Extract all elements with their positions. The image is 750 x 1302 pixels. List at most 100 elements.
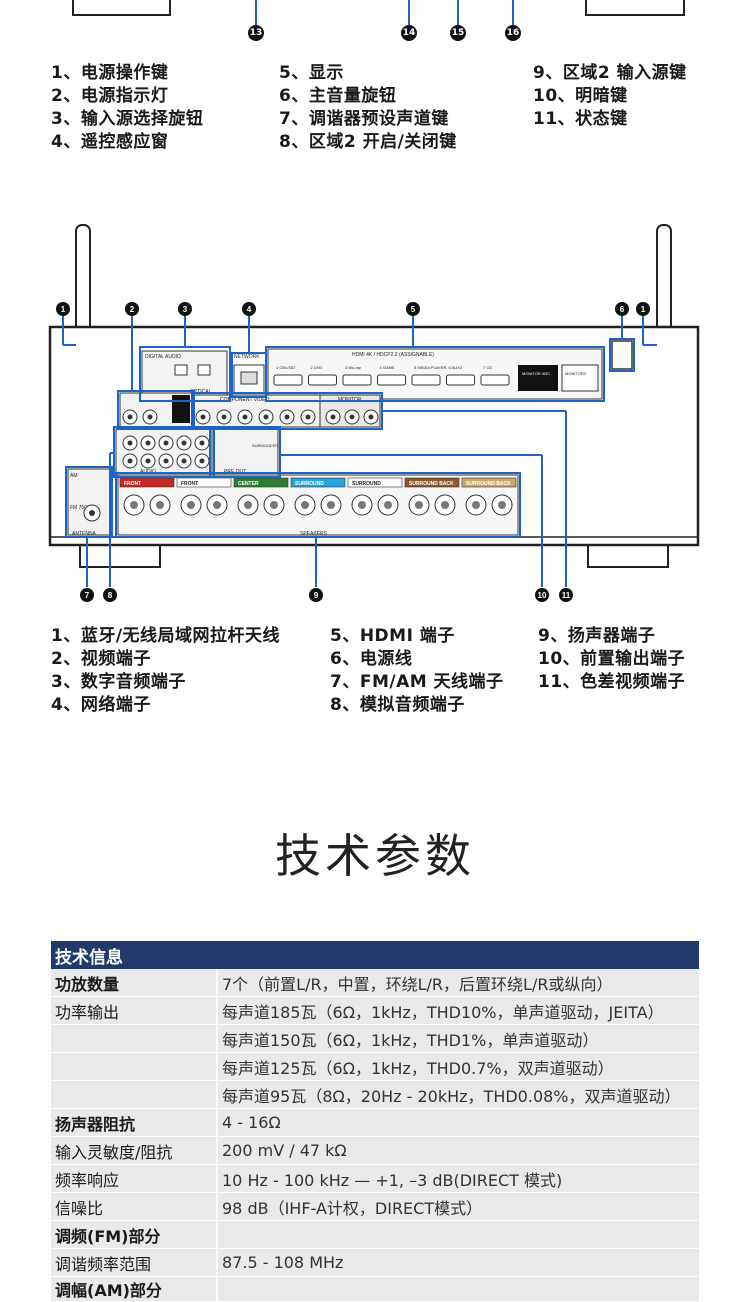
spec-key: 功放数量 (51, 969, 217, 997)
speaker-group-label: FRONT (124, 481, 141, 487)
spec-value (216, 1276, 699, 1302)
spec-key (51, 1052, 217, 1081)
callout-badge: 1 (56, 302, 70, 316)
callout-line (457, 0, 459, 25)
rear-legend-item: 8、模拟音频端子 (330, 695, 465, 715)
spec-value: 200 mV / 47 kΩ (216, 1136, 699, 1165)
spec-value: 87.5 - 108 MHz (216, 1248, 699, 1277)
rca-jack (195, 409, 211, 425)
hdmi-port: 4 GAME (377, 365, 406, 386)
speaker-group-label: SURROUND BACK (409, 481, 454, 487)
speaker-group-label: CENTER (238, 481, 259, 487)
spec-value: 10 Hz - 100 kHz — +1, –3 dB(DIRECT 模式) (216, 1164, 699, 1193)
callout-badge: 9 (309, 588, 323, 602)
spec-row: 调频(FM)部分 (51, 1220, 699, 1249)
hdmi-header: HDMI 4K / HDCP2.2 (ASSIGNABLE) (352, 352, 434, 358)
callout-number: 1 (61, 305, 66, 314)
front-legend-col1: 1、电源操作键 2、电源指示灯 3、输入源选择旋钮 4、遥控感应窗 (51, 62, 203, 154)
spec-key: 扬声器阻抗 (51, 1108, 217, 1137)
speaker-terminal-group: FRONT (176, 477, 232, 516)
callout-number: 5 (411, 305, 416, 314)
callout-frame-5 (265, 346, 605, 402)
front-legend-item: 9、区域2 输入源键 (533, 63, 687, 83)
hdmi-port: 6 AUX2 (446, 365, 475, 386)
front-panel-edge-right (585, 0, 685, 16)
rear-legend-item: 5、HDMI 端子 (330, 626, 455, 646)
rear-legend-item: 11、色差视频端子 (538, 672, 686, 692)
section-title: 技术参数 (275, 829, 475, 883)
rear-legend-col3: 9、扬声器端子 10、前置输出端子 11、色差视频端子 (538, 625, 685, 694)
rear-legend-item: 10、前置输出端子 (538, 649, 686, 669)
callout-badge: 1 (636, 302, 650, 316)
spec-key: 调幅(AM)部分 (51, 1276, 217, 1302)
callout-number: 11 (562, 591, 571, 600)
front-legend-item: 3、输入源选择旋钮 (51, 109, 204, 129)
spec-value (216, 1220, 699, 1249)
callout-number: 7 (85, 591, 90, 600)
hdmi-monitor-label: MONITOR ARC (522, 371, 550, 376)
rear-legend-item: 2、视频端子 (51, 649, 151, 669)
callout-badge-13: 13 (248, 25, 264, 41)
front-legend-col2: 5、显示 6、主音量旋钮 7、调谐器预设声道键 8、区域2 开启/关闭键 (279, 62, 457, 154)
callout-badge: 10 (535, 588, 549, 602)
spec-key: 输入灵敏度/阻抗 (51, 1136, 217, 1165)
callout-badge: 11 (559, 588, 573, 602)
callout-frame-10 (209, 426, 281, 478)
callout-badge-16: 16 (505, 25, 521, 41)
callout-frame-9 (115, 472, 521, 538)
spec-row: 功率输出每声道185瓦（6Ω，1kHz，THD10%，单声道驱动，JEITA） (51, 996, 699, 1025)
callout-badge: 2 (125, 302, 139, 316)
callout-line (408, 0, 410, 25)
front-legend-item: 11、状态键 (533, 109, 628, 129)
hdmi-monitor2-label: MONITOR2 (565, 371, 587, 376)
speaker-terminal-group: CENTER (233, 477, 289, 516)
foot-right (587, 544, 669, 568)
callout-number: 3 (183, 305, 188, 314)
speaker-terminal-group: SURROUND (347, 477, 403, 516)
hdmi-port-label: 7 CD (483, 365, 492, 370)
antenna-label: ANTENNA (72, 531, 97, 537)
speaker-group-label: SURROUND BACK (466, 481, 511, 487)
subwoofer-label: SUBWOOFER (252, 443, 278, 448)
speakers-label: SPEAKERS (300, 531, 328, 537)
callout-number: 6 (620, 305, 625, 314)
callout-number: 2 (130, 305, 135, 314)
hdmi-port-label: 1 CBL/SAT (276, 365, 296, 370)
callout-badge: 6 (615, 302, 629, 316)
spec-value: 每声道185瓦（6Ω，1kHz，THD10%，单声道驱动，JEITA） (216, 996, 699, 1025)
rca-jack (122, 409, 138, 425)
rear-legend-item: 1、蓝牙/无线局域网拉杆天线 (51, 626, 281, 646)
spec-value: 7个（前置L/R，中置，环绕L/R，后置环绕L/R或纵向） (216, 969, 699, 997)
callout-line (255, 0, 257, 25)
rca-jack (300, 409, 316, 425)
callout-frame-2 (117, 390, 195, 430)
speaker-terminal-group: SURROUND BACK (404, 477, 460, 516)
rca-jack (122, 453, 138, 469)
speaker-group-label: SURROUND (295, 481, 324, 487)
rear-legend-col2: 5、HDMI 端子 6、电源线 7、FM/AM 天线端子 8、模拟音频端子 (330, 625, 504, 717)
spec-value: 每声道150瓦（6Ω，1kHz，THD1%，单声道驱动） (216, 1024, 699, 1053)
speaker-group-label: SURROUND (352, 481, 381, 487)
callout-line (512, 0, 514, 25)
front-legend-item: 2、电源指示灯 (51, 86, 169, 106)
callout-number: 10 (538, 591, 547, 600)
hdmi-port-label: 4 GAME (380, 365, 395, 370)
callout-badge-14: 14 (401, 25, 417, 41)
spec-row: 每声道95瓦（8Ω，20Hz - 20kHz，THD0.08%，双声道驱动） (51, 1080, 699, 1109)
spec-value: 每声道95瓦（8Ω，20Hz - 20kHz，THD0.08%，双声道驱动） (216, 1080, 699, 1109)
front-legend-item: 5、显示 (279, 63, 344, 83)
callout-badge: 4 (242, 302, 256, 316)
network-label: NETWORK (234, 354, 260, 360)
rca-jack (216, 409, 232, 425)
front-panel-edge-left (72, 0, 171, 16)
hdmi-port-label: 6 AUX2 (449, 365, 463, 370)
rear-legend-item: 4、网络端子 (51, 695, 151, 715)
rear-legend-item: 3、数字音频端子 (51, 672, 186, 692)
spec-key: 信噪比 (51, 1192, 217, 1221)
spec-key (51, 1024, 217, 1053)
rca-jack (122, 435, 138, 451)
rca-jack (158, 435, 174, 451)
callout-frame-7 (65, 466, 113, 538)
